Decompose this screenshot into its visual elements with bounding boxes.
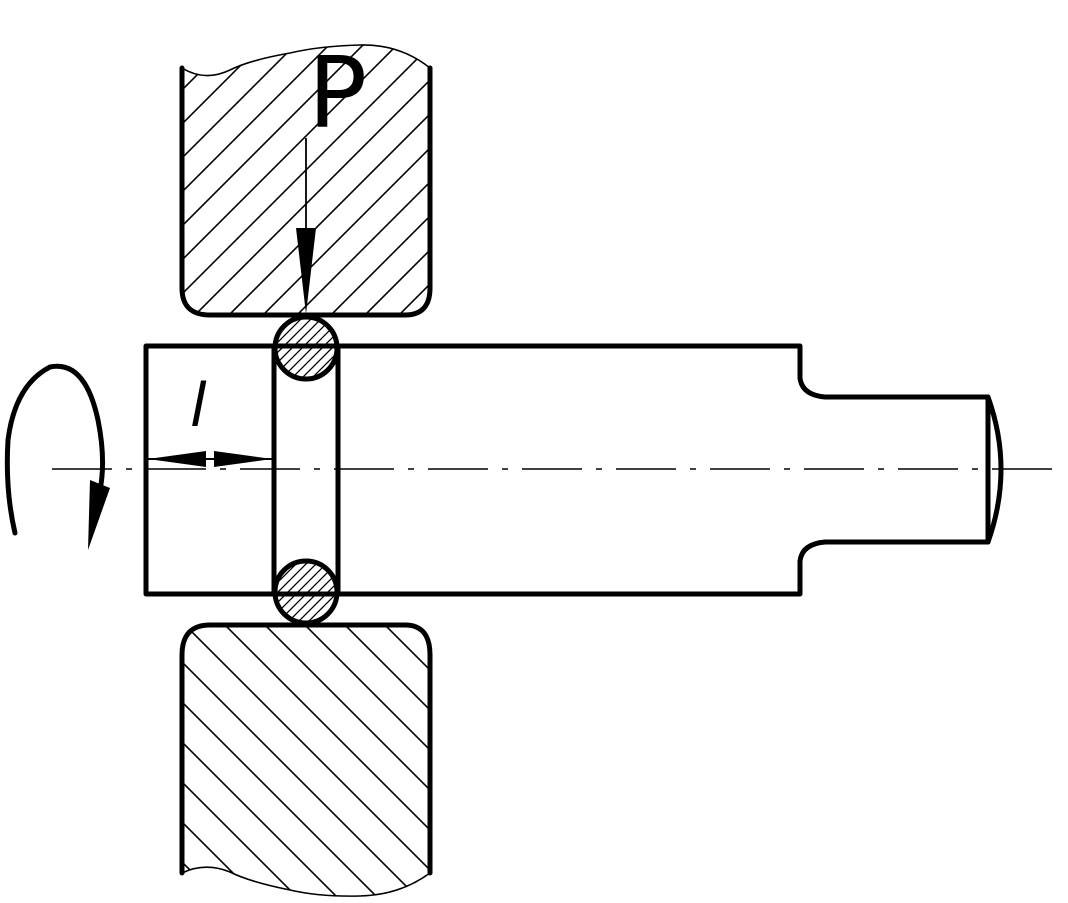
force-label: P bbox=[308, 37, 367, 151]
upper-ball bbox=[272, 314, 340, 382]
burnishing-groove bbox=[271, 343, 341, 597]
length-dimension bbox=[148, 451, 272, 467]
force-arrow bbox=[296, 138, 316, 314]
rotation-arrow-icon bbox=[4, 363, 110, 550]
lower-ball bbox=[272, 558, 340, 626]
shaft-workpiece bbox=[143, 343, 1004, 597]
length-label: l bbox=[190, 371, 207, 441]
lower-tool-holder bbox=[179, 622, 433, 897]
